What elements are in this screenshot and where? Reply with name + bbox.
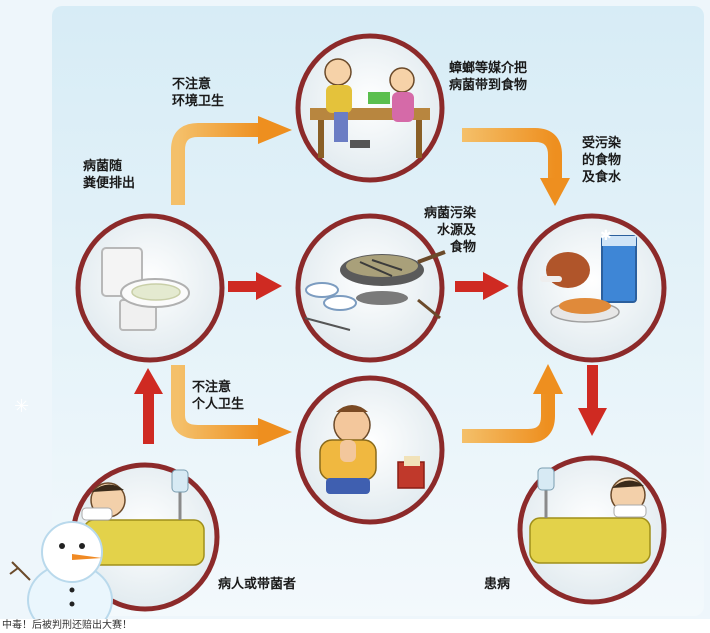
patient-in-bed-icon [81, 469, 205, 566]
wok-icon [304, 250, 446, 331]
people-eating-icon [310, 58, 430, 158]
node-toilet [75, 213, 225, 363]
snowflake-icon: ✳ ✳ [14, 219, 453, 417]
svg-text:✳: ✳ [440, 219, 453, 238]
arrow-water-to-food [455, 272, 509, 300]
child-eating-icon [319, 405, 425, 494]
svg-text:✳: ✳ [14, 396, 29, 417]
label-feces: 病菌随 粪便排出 [83, 159, 136, 191]
label-contaminated: 受污染 的食物 及食水 [582, 136, 622, 185]
food-and-water-icon: ✱ [540, 228, 637, 323]
caption-text: 中毒！后被判刑还赔出大赛！ [0, 619, 710, 633]
node-dirty-hands [295, 375, 445, 525]
arrow-food-to-sick [578, 365, 607, 436]
arrow-hands-to-food [462, 364, 563, 443]
label-personal-hygiene: 不注意 个人卫生 [192, 380, 245, 412]
svg-text:✱: ✱ [600, 228, 612, 244]
label-patient-carrier: 病人或带菌者 [218, 577, 297, 592]
arrow-personal-hygiene [171, 365, 292, 446]
node-polluted-water [295, 213, 446, 363]
label-env-hygiene: 不注意 环境卫生 [172, 77, 225, 109]
node-contaminated-food: ✱ [517, 213, 667, 363]
arrow-insects-to-food [462, 128, 570, 206]
node-sick [517, 455, 667, 605]
toilet-icon [101, 247, 190, 331]
snowman-icon [9, 521, 113, 633]
label-pollute-water: 病菌污染 水源及 食物 [424, 206, 477, 255]
label-insects: 蟑螂等媒介把 病菌带到食物 [449, 61, 528, 93]
node-patient-carrier [70, 462, 220, 612]
sick-in-bed-icon [529, 467, 651, 564]
arrow-env-hygiene [171, 116, 292, 205]
arrow-toilet-to-water [228, 272, 282, 300]
label-sick: 患病 [484, 577, 511, 592]
node-insects-bench [295, 33, 445, 183]
arrow-patient-to-toilet [134, 368, 163, 444]
